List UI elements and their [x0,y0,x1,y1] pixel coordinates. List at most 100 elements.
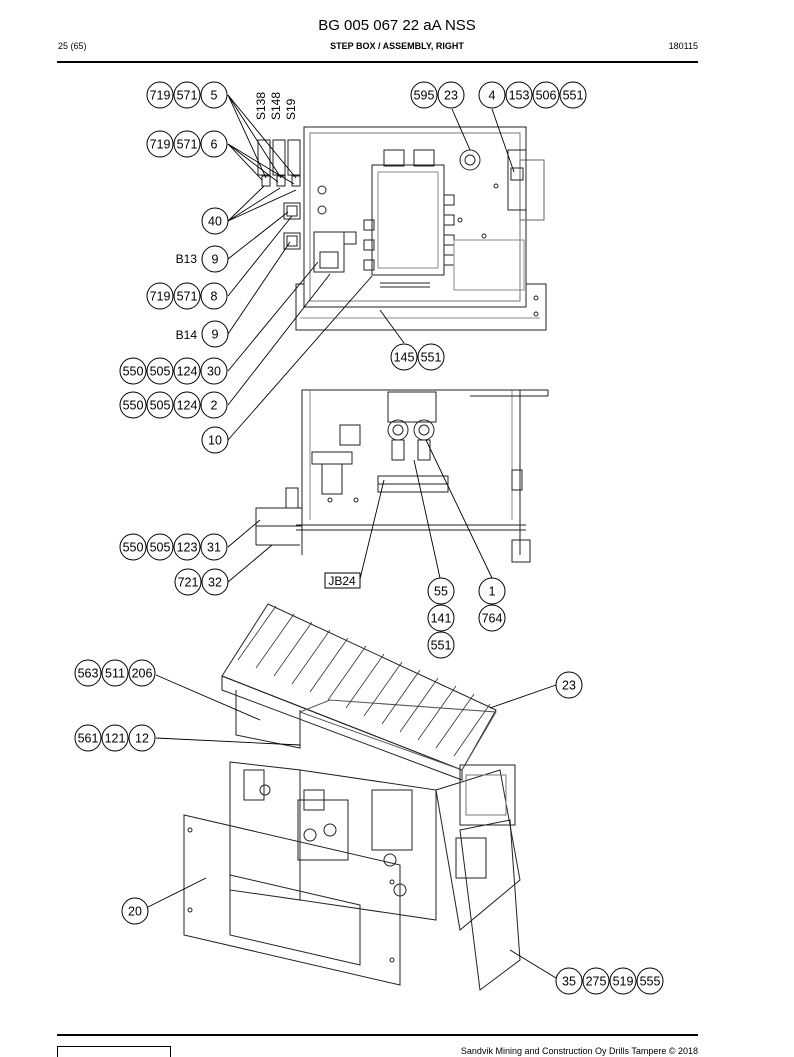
label-jb24: JB24 [328,574,356,588]
callout-c04-0: 9 [201,245,229,273]
callout-circle [559,81,587,109]
callout-c08-0: 550 [119,391,147,419]
callout-circle [146,81,174,109]
isometric-view [183,603,521,991]
callout-c05-2: 8 [200,282,228,310]
callout-c12-0: 145 [390,343,418,371]
callout-c20-1: 511 [101,659,129,687]
callout-c07-2: 124 [173,357,201,385]
callout-c13-2: 123 [173,533,201,561]
callout-c20-2: 206 [128,659,156,687]
callout-c14-0: 721 [174,568,202,596]
callout-c18-0: 1 [478,577,506,605]
callout-c24-3: 555 [636,967,664,995]
document-code: 180115 [668,41,698,51]
callout-number: 2 [211,399,218,413]
callout-circle [390,343,418,371]
callout-c24-0: 35 [555,967,583,995]
callout-c16-0: 141 [427,604,455,632]
callout-circle [119,533,147,561]
callout-number: 35 [562,975,576,989]
callout-number: 550 [123,399,144,413]
callout-number: 40 [208,215,222,229]
callout-c13-3: 31 [200,533,228,561]
callout-c02-2: 6 [200,130,228,158]
callout-circle [478,577,506,605]
callout-c08-3: 2 [200,391,228,419]
callout-circle [146,130,174,158]
callout-circle [437,81,465,109]
callout-circle [174,568,202,596]
callout-c07-1: 505 [146,357,174,385]
callout-number: 1 [489,585,496,599]
callout-circle [410,81,438,109]
callout-circle [74,724,102,752]
sandvik-logo [57,1046,171,1057]
callout-circle [128,659,156,687]
label-b13: B13 [176,252,198,266]
callout-number: 5 [211,89,218,103]
callout-circle [201,568,229,596]
callout-c13-0: 550 [119,533,147,561]
callout-circle [201,426,229,454]
callout-number: 9 [212,253,219,267]
callout-c01-2: 5 [200,81,228,109]
callout-circle [200,282,228,310]
callout-number: 551 [421,351,442,365]
callout-c09-0: 10 [201,426,229,454]
callout-circle [201,320,229,348]
callout-c11-3: 551 [559,81,587,109]
callout-number: 550 [123,541,144,555]
callout-number: 719 [150,89,171,103]
callout-number: 6 [211,138,218,152]
callout-number: 719 [150,138,171,152]
label-s148: S148 [269,92,283,120]
callout-number: 506 [536,89,557,103]
callout-c22-2: 12 [128,724,156,752]
callout-circle [146,391,174,419]
callout-circle [146,282,174,310]
callout-number: 20 [128,905,142,919]
header-rule [57,61,698,63]
callout-c15-0: 55 [427,577,455,605]
callout-number: 141 [431,612,452,626]
callout-c14-1: 32 [201,568,229,596]
top-view [257,126,547,331]
callout-number: 555 [640,975,661,989]
callout-c01-0: 719 [146,81,174,109]
callout-circle [101,724,129,752]
callout-circle [119,357,147,385]
callout-c24-2: 519 [609,967,637,995]
callout-circle [505,81,533,109]
callout-number: 571 [177,138,198,152]
footer-rule [57,1034,698,1036]
callout-c11-0: 4 [478,81,506,109]
callout-c21-0: 23 [555,671,583,699]
callout-circle [427,604,455,632]
callout-number: 32 [208,576,222,590]
leader-lines [147,94,557,979]
callout-circle [478,81,506,109]
callout-number: 563 [78,667,99,681]
callout-c12-1: 551 [417,343,445,371]
callout-c03-0: 40 [201,207,229,235]
callout-c23-0: 20 [121,897,149,925]
callout-number: 571 [177,89,198,103]
callout-circle [200,391,228,419]
callout-number: 206 [132,667,153,681]
callout-number: 505 [150,541,171,555]
callout-number: 551 [563,89,584,103]
jb24-tag: JB24 [324,572,361,589]
callout-number: 275 [586,975,607,989]
callout-c24-1: 275 [582,967,610,995]
page-number: 25 (65) [58,41,87,51]
callout-number: 505 [150,365,171,379]
callout-number: 595 [414,89,435,103]
callout-number: 23 [562,679,576,693]
callout-number: 10 [208,434,222,448]
callout-c08-1: 505 [146,391,174,419]
callout-c06-0: 9 [201,320,229,348]
callout-circle [173,282,201,310]
document-title: BG 005 067 22 aA NSS [318,17,476,34]
